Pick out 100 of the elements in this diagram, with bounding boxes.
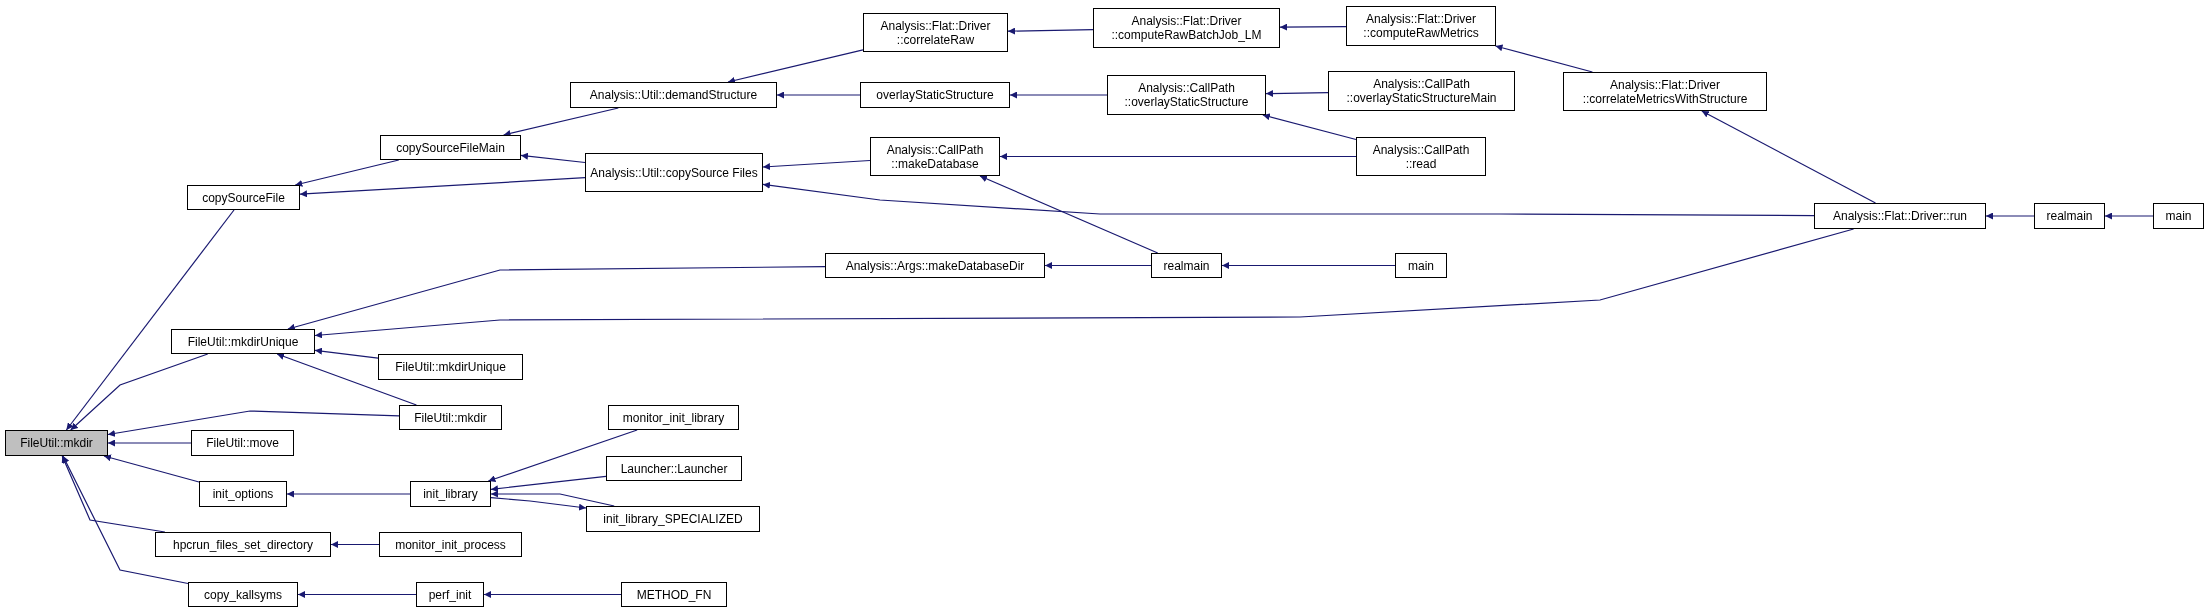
function-box [825, 253, 1045, 278]
function-name: FileUtil::mkdirUnique [394, 360, 507, 374]
function-name: perf_init [427, 587, 473, 602]
function-box [606, 456, 742, 481]
function-name: monitor_init_process [394, 537, 507, 552]
function-box [1151, 253, 1222, 278]
function-name: FileUtil::move [205, 436, 280, 450]
function-box [155, 532, 331, 557]
function-name: init_library [422, 487, 479, 501]
function-box [586, 506, 760, 532]
call-arrow [490, 497, 587, 511]
call-arrow [314, 347, 379, 359]
function-name: hpcrun_files_set_directory [171, 537, 315, 552]
function-name: FileUtil::mkdir [19, 436, 94, 450]
call-arrow [287, 266, 826, 331]
call-arrow [1985, 212, 2035, 220]
function-name: Analysis::Args::makeDatabaseDir [844, 258, 1026, 273]
function-box [608, 405, 739, 430]
highlighted-function-box [5, 430, 108, 456]
function-box [379, 532, 522, 557]
call-arrow [1009, 91, 1108, 99]
call-arrow [1007, 27, 1094, 35]
call-arrow [297, 591, 417, 598]
function-name: Analysis::CallPath ::overlayStaticStructure [1123, 81, 1250, 109]
function-box [585, 153, 763, 192]
call-arrow [314, 228, 1855, 339]
function-box [860, 82, 1010, 108]
call-arrow [2104, 212, 2154, 220]
function-box [1563, 72, 1767, 111]
function-name: Analysis::CallPath ::makeDatabase [885, 142, 985, 171]
function-box [1107, 75, 1266, 115]
function-box [380, 135, 521, 160]
call-arrow [1494, 44, 1593, 73]
call-arrow [62, 455, 189, 585]
function-box [191, 430, 294, 456]
call-arrow [70, 353, 209, 431]
function-name: realmain [2045, 209, 2094, 223]
function-name: FileUtil::mkdirUnique [186, 334, 300, 349]
call-arrow [979, 175, 1159, 254]
function-name: main [1407, 258, 1435, 273]
function-name: realmain [1162, 258, 1211, 273]
function-name: main [2164, 209, 2193, 223]
function-name: Analysis::CallPath ::read [1371, 142, 1471, 171]
function-box [1346, 6, 1496, 46]
function-box [570, 82, 777, 108]
call-arrow [107, 439, 192, 447]
call-arrow [107, 410, 400, 437]
function-box [199, 481, 287, 507]
function-box [863, 13, 1008, 52]
call-arrow [762, 159, 871, 171]
function-box [1093, 8, 1280, 48]
function-name: Analysis::Flat::Driver ::computeRawMetrics [1362, 12, 1480, 40]
call-arrow [490, 475, 607, 493]
function-box [399, 405, 502, 430]
function-box [1814, 203, 1986, 229]
call-arrow [299, 177, 586, 198]
call-arrow [276, 353, 417, 406]
function-box [378, 354, 523, 380]
call-arrow [727, 49, 864, 84]
function-box [2153, 203, 2204, 229]
function-box [1395, 253, 1447, 278]
function-name: Analysis::Util::copySource Files [589, 165, 759, 180]
call-arrow [503, 107, 619, 137]
call-arrow [1279, 23, 1347, 31]
function-box [621, 582, 727, 607]
call-arrow [483, 591, 622, 598]
call-arrow [1262, 113, 1357, 141]
function-name: Analysis::Flat::Driver ::correlateRaw [879, 18, 992, 47]
call-arrow [286, 490, 411, 498]
function-name: FileUtil::mkdir [413, 410, 488, 425]
call-arrow [1701, 110, 1877, 204]
function-name: copySourceFile [201, 190, 286, 205]
function-name: Analysis::Flat::Driver::run [1831, 209, 1968, 223]
call-arrow [1265, 90, 1329, 97]
function-box [188, 582, 298, 607]
function-name: METHOD_FN [635, 587, 713, 602]
call-arrow [1044, 262, 1152, 269]
call-arrow [487, 429, 638, 483]
call-arrow [103, 454, 200, 483]
function-name: monitor_init_library [621, 410, 726, 425]
call-arrow [999, 153, 1357, 160]
function-name: copySourceFileMain [395, 140, 506, 155]
function-name: init_options [211, 487, 275, 501]
function-name: init_library_SPECIALIZED [602, 512, 744, 526]
function-box [410, 481, 491, 507]
call-arrow [520, 152, 586, 164]
function-name: copy_kallsyms [203, 587, 283, 602]
function-box [416, 582, 484, 607]
function-name: Launcher::Launcher [619, 461, 729, 476]
function-box [1356, 137, 1486, 176]
function-name: Analysis::Util::demandStructure [588, 88, 759, 102]
call-arrow [1221, 262, 1396, 269]
call-arrow [294, 159, 400, 187]
function-name: overlayStaticStructure [875, 88, 995, 102]
function-name: Analysis::Flat::Driver ::computeRawBatchJob_LM [1110, 14, 1263, 42]
call-arrow [330, 541, 380, 548]
call-arrow [65, 209, 235, 431]
call-arrow [776, 91, 861, 99]
function-name: Analysis::CallPath ::overlayStaticStructureMain [1345, 77, 1498, 105]
function-box [2034, 203, 2105, 229]
